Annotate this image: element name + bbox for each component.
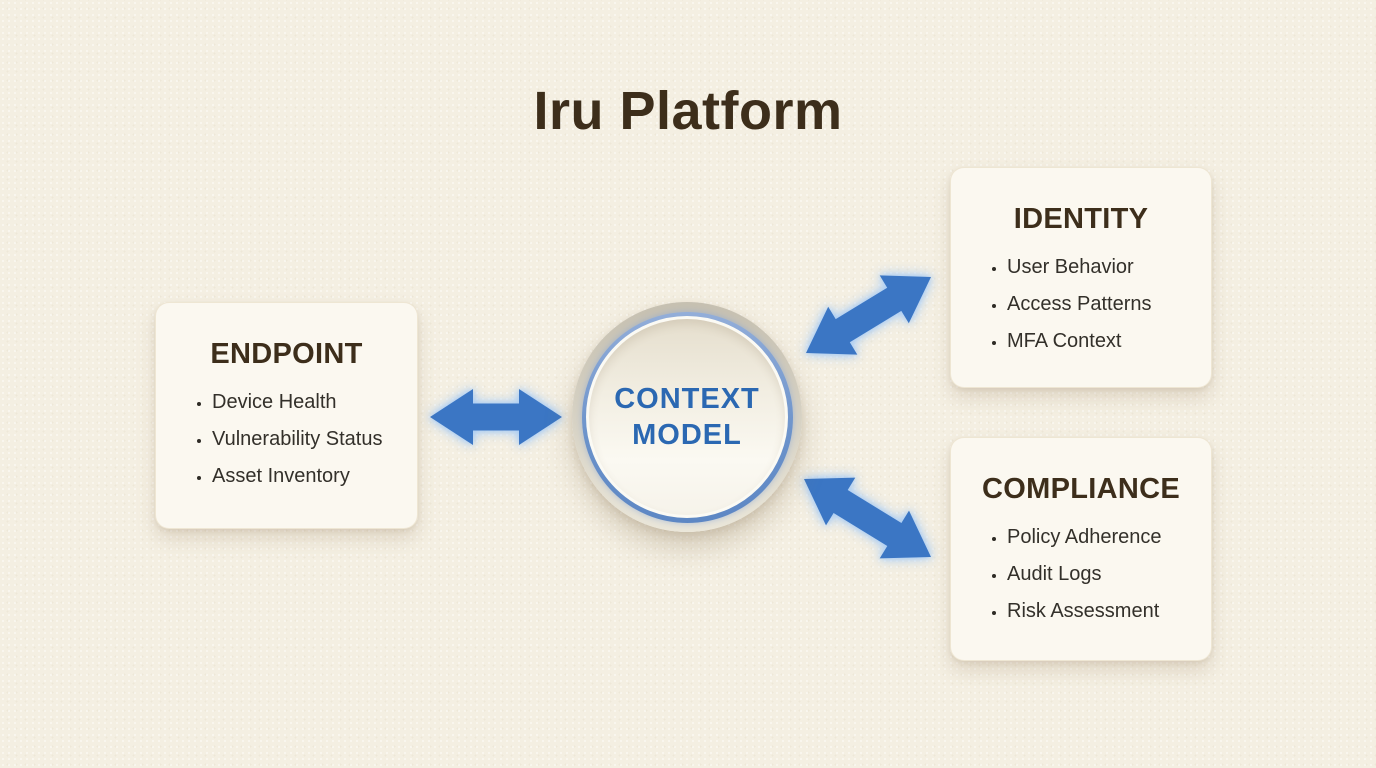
endpoint-card-list: Device Health Vulnerability Status Asset… <box>156 384 417 495</box>
list-item: User Behavior <box>1007 249 1211 286</box>
identity-card-list: User Behavior Access Patterns MFA Contex… <box>951 249 1211 360</box>
endpoint-card-title: ENDPOINT <box>210 338 363 370</box>
context-model-node: CONTEXT MODEL <box>572 302 802 532</box>
compliance-card: COMPLIANCE Policy Adherence Audit Logs R… <box>950 437 1212 661</box>
identity-card: IDENTITY User Behavior Access Patterns M… <box>950 167 1212 388</box>
list-item: Policy Adherence <box>1007 519 1211 556</box>
list-item: Risk Assessment <box>1007 593 1211 630</box>
bidirectional-arrow-context-model-identity <box>806 275 931 355</box>
context-model-label: CONTEXT MODEL <box>614 381 760 453</box>
list-item: MFA Context <box>1007 323 1211 360</box>
page-title: Iru Platform <box>533 81 843 141</box>
bidirectional-arrow-endpoint-context-model <box>430 389 562 445</box>
context-model-inner-circle: CONTEXT MODEL <box>586 316 788 518</box>
context-model-label-line1: CONTEXT <box>614 383 760 415</box>
list-item: Device Health <box>212 384 417 421</box>
compliance-card-list: Policy Adherence Audit Logs Risk Assessm… <box>951 519 1211 630</box>
context-model-label-line2: MODEL <box>632 419 742 451</box>
compliance-card-title: COMPLIANCE <box>982 473 1180 505</box>
list-item: Asset Inventory <box>212 458 417 495</box>
list-item: Audit Logs <box>1007 556 1211 593</box>
endpoint-card: ENDPOINT Device Health Vulnerability Sta… <box>155 302 418 529</box>
list-item: Vulnerability Status <box>212 421 417 458</box>
bidirectional-arrow-context-model-compliance <box>804 477 931 559</box>
identity-card-title: IDENTITY <box>1013 203 1149 235</box>
list-item: Access Patterns <box>1007 286 1211 323</box>
context-model-ring: CONTEXT MODEL <box>581 311 793 523</box>
